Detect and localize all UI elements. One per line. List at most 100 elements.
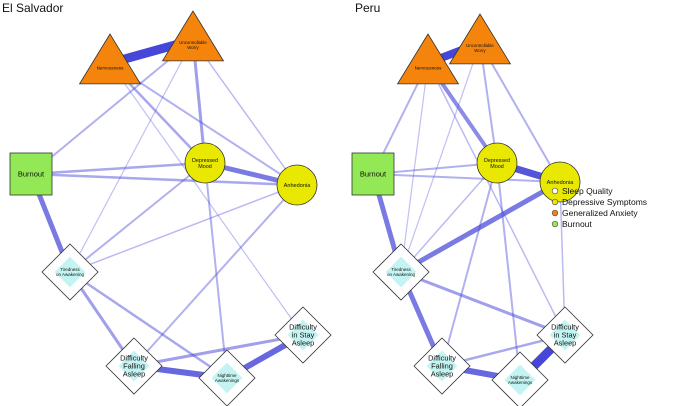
diamond-fill [385, 256, 417, 288]
node-label-line: on Awakening [56, 272, 84, 277]
edge-anhedonia-tiredness [399, 179, 562, 275]
legend-label: Generalized Anxiety [562, 208, 638, 218]
triangle-shape [396, 33, 460, 85]
edge-uncontrollable-worry-anhedonia [192, 39, 298, 186]
node-label-line: Nervousness [97, 66, 125, 71]
edge-anhedonia-falling-asleep [133, 184, 298, 367]
node-anhedonia: Anhedonia [276, 164, 318, 206]
node-label-line: Worry [474, 48, 486, 53]
legend-item-sleep-quality: Sleep Quality [551, 186, 613, 196]
node-nervousness: Nervousness [78, 33, 142, 85]
edge-layer [28, 35, 305, 381]
node-label-line: Nervousness [415, 66, 443, 71]
node-label: Burnout [18, 170, 45, 179]
panel-title-peru: Peru [355, 1, 380, 15]
diamond-fill [287, 319, 319, 351]
diamond-fill [549, 319, 581, 351]
node-label-line: Mood [198, 164, 212, 170]
edge-layer [370, 39, 569, 384]
node-label-line: Nighttime [510, 375, 530, 380]
node-label-line: Difficulty [289, 322, 317, 331]
edge-nervousness-stay-asleep [109, 62, 304, 336]
node-label-line: Falling [123, 362, 145, 371]
node-anhedonia: Anhedonia [539, 161, 581, 203]
node-label: Anhedonia [284, 183, 312, 189]
node-label-line: Depressed [192, 158, 218, 164]
square-shape [9, 152, 53, 196]
legend-item-generalized-anxiety: Generalized Anxiety [551, 208, 638, 218]
node-label-line: Burnout [18, 170, 45, 179]
diamond-fill [54, 256, 86, 288]
node-label-line: Awakenings [215, 378, 240, 383]
legend-swatch [551, 220, 559, 228]
circle-shape [276, 164, 318, 206]
legend-item-burnout: Burnout [551, 219, 592, 229]
edge-depressed-mood-nighttime [204, 162, 228, 379]
node-label-line: Asleep [123, 370, 146, 379]
legend-label: Burnout [562, 219, 592, 229]
node-label-line: Anhedonia [547, 180, 575, 186]
legend-label: Sleep Quality [562, 186, 613, 196]
edge-burnout-anhedonia [372, 173, 561, 183]
edge-depressed-mood-tiredness [400, 162, 498, 273]
node-label: Anhedonia [547, 180, 575, 186]
edge-burnout-depressed-mood [30, 161, 206, 176]
node-nervousness: Nervousness [396, 33, 460, 85]
triangle-shape [78, 33, 142, 85]
node-label-line: in Stay [554, 331, 577, 340]
edge-falling-asleep-stay-asleep [133, 333, 304, 368]
node-label-line: on Awakening [387, 272, 415, 277]
node-label: Burnout [360, 170, 387, 179]
square-shape [351, 152, 395, 196]
edge-depressed-mood-tiredness [69, 162, 206, 273]
node-label-line: Tiredness [391, 267, 411, 272]
node-label-line: Asleep [292, 339, 315, 348]
edge-nervousness-stay-asleep [427, 62, 566, 336]
edge-depressed-mood-falling-asleep [441, 162, 498, 367]
diamond-fill [211, 362, 243, 394]
diamond-fill [118, 350, 150, 382]
edge-nervousness-anhedonia [109, 62, 298, 186]
node-burnout: Burnout [351, 152, 395, 196]
node-label-line: Difficulty [120, 353, 148, 362]
node-label-line: Difficulty [551, 322, 579, 331]
node-label-line: Worry [187, 45, 199, 50]
node-label-line: Difficulty [428, 353, 456, 362]
edge-tiredness-nighttime [69, 270, 228, 380]
node-label-line: Uncontrollable [179, 40, 207, 45]
panel-title-el-salvador: El Salvador [2, 1, 63, 15]
circle-shape [184, 142, 226, 184]
legend-swatch [551, 209, 559, 217]
node-label-line: Anhedonia [284, 183, 312, 189]
node-label-line: Burnout [360, 170, 387, 179]
node-label-line: Mood [490, 164, 504, 170]
diamond-fill [426, 350, 458, 382]
node-label-line: Asleep [431, 370, 454, 379]
edge-nervousness-tiredness [400, 62, 429, 273]
legend-label: Depressive Symptoms [562, 197, 647, 207]
circle-shape [476, 142, 518, 184]
